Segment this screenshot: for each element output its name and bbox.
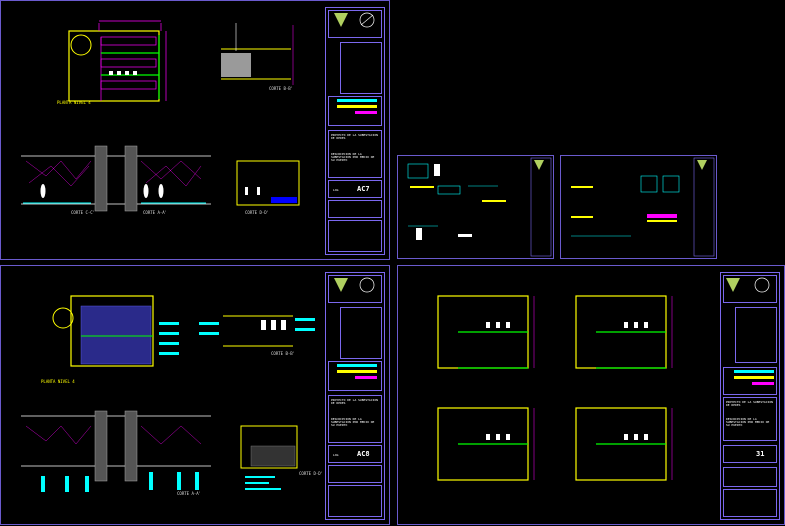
sheet-number: LOG <box>333 453 339 457</box>
sheet-code: AC8 <box>357 450 370 458</box>
footer-cell <box>328 220 382 252</box>
drawing-sheet-ac7[interactable]: PLANTA NIVEL 4 CORTE B-B' CORTE C-C' COR… <box>0 0 390 260</box>
drawing-sheet-31[interactable]: PROYECTO DE LA SUBESTACION DE REDES DESC… <box>397 265 785 525</box>
footer-cell <box>723 489 777 517</box>
notes-cell <box>340 42 382 94</box>
info-cell <box>723 467 777 487</box>
sheet-detail-a-drawing <box>407 157 552 257</box>
logo-cell <box>328 275 382 303</box>
drawing-sheet-ac8[interactable]: PLANTA NIVEL 4 CORTE B-B' CORTE A-A' COR… <box>0 265 390 525</box>
plan-title: PLANTA NIVEL 4 <box>41 379 75 384</box>
info-cell <box>328 465 382 483</box>
sheet-ac7-drawing <box>21 12 377 212</box>
info-cell <box>328 200 382 218</box>
project-description: DESCRIPCION DE LA SUBESTACION POR MEDIO … <box>331 152 375 162</box>
project-description: DESCRIPCION DE LA SUBESTACION POR MEDIO … <box>331 417 375 427</box>
sheet-detail-b-drawing <box>571 157 715 257</box>
titleblock: PROYECTO DE LA SUBESTACION DE REDES DESC… <box>325 7 385 255</box>
notes-cell <box>340 307 382 359</box>
titleblock: PROYECTO DE LA SUBESTACION DE REDES DESC… <box>325 272 385 520</box>
project-name: PROYECTO DE LA SUBESTACION DE REDES <box>331 398 378 405</box>
sheet-code: 31 <box>756 450 765 458</box>
section-label-b: CORTE B-B' <box>269 86 294 91</box>
drawing-sheet-detail-b[interactable] <box>560 155 717 259</box>
project-cell: PROYECTO DE LA SUBESTACION DE REDES DESC… <box>328 395 382 443</box>
plan-title: PLANTA NIVEL 4 <box>57 100 91 105</box>
section-label-d: CORTE D-D' <box>245 210 270 215</box>
footer-cell <box>328 485 382 517</box>
sheet-number: LOG <box>333 188 339 192</box>
legend-cell <box>723 367 777 395</box>
section-label-b: CORTE B-B' <box>271 351 296 356</box>
logo-cell <box>723 275 777 303</box>
drawing-sheet-detail-a[interactable] <box>397 155 554 259</box>
legend-cell <box>328 361 382 391</box>
notes-cell <box>735 307 777 363</box>
project-name: PROYECTO DE LA SUBESTACION DE REDES <box>331 133 378 140</box>
project-description: DESCRIPCION DE LA SUBESTACION POR MEDIO … <box>726 417 770 427</box>
logo-cell <box>328 10 382 38</box>
sheet-code-cell: LOG AC8 <box>328 445 382 463</box>
section-label-c: CORTE C-C' <box>71 210 96 215</box>
project-name: PROYECTO DE LA SUBESTACION DE REDES <box>726 400 773 407</box>
legend-cell <box>328 96 382 126</box>
section-label-a: CORTE A-A' <box>177 491 202 496</box>
project-cell: PROYECTO DE LA SUBESTACION DE REDES DESC… <box>723 397 777 441</box>
sheet-31-drawing <box>437 277 774 481</box>
titleblock: PROYECTO DE LA SUBESTACION DE REDES DESC… <box>720 272 780 520</box>
section-label-d: CORTE D-D' <box>299 471 324 476</box>
section-label-a: CORTE A-A' <box>143 210 168 215</box>
sheet-ac8-drawing <box>21 277 377 492</box>
sheet-code: AC7 <box>357 185 370 193</box>
sheet-code-cell: 31 <box>723 445 777 463</box>
sheet-code-cell: LOG AC7 <box>328 180 382 198</box>
project-cell: PROYECTO DE LA SUBESTACION DE REDES DESC… <box>328 130 382 178</box>
